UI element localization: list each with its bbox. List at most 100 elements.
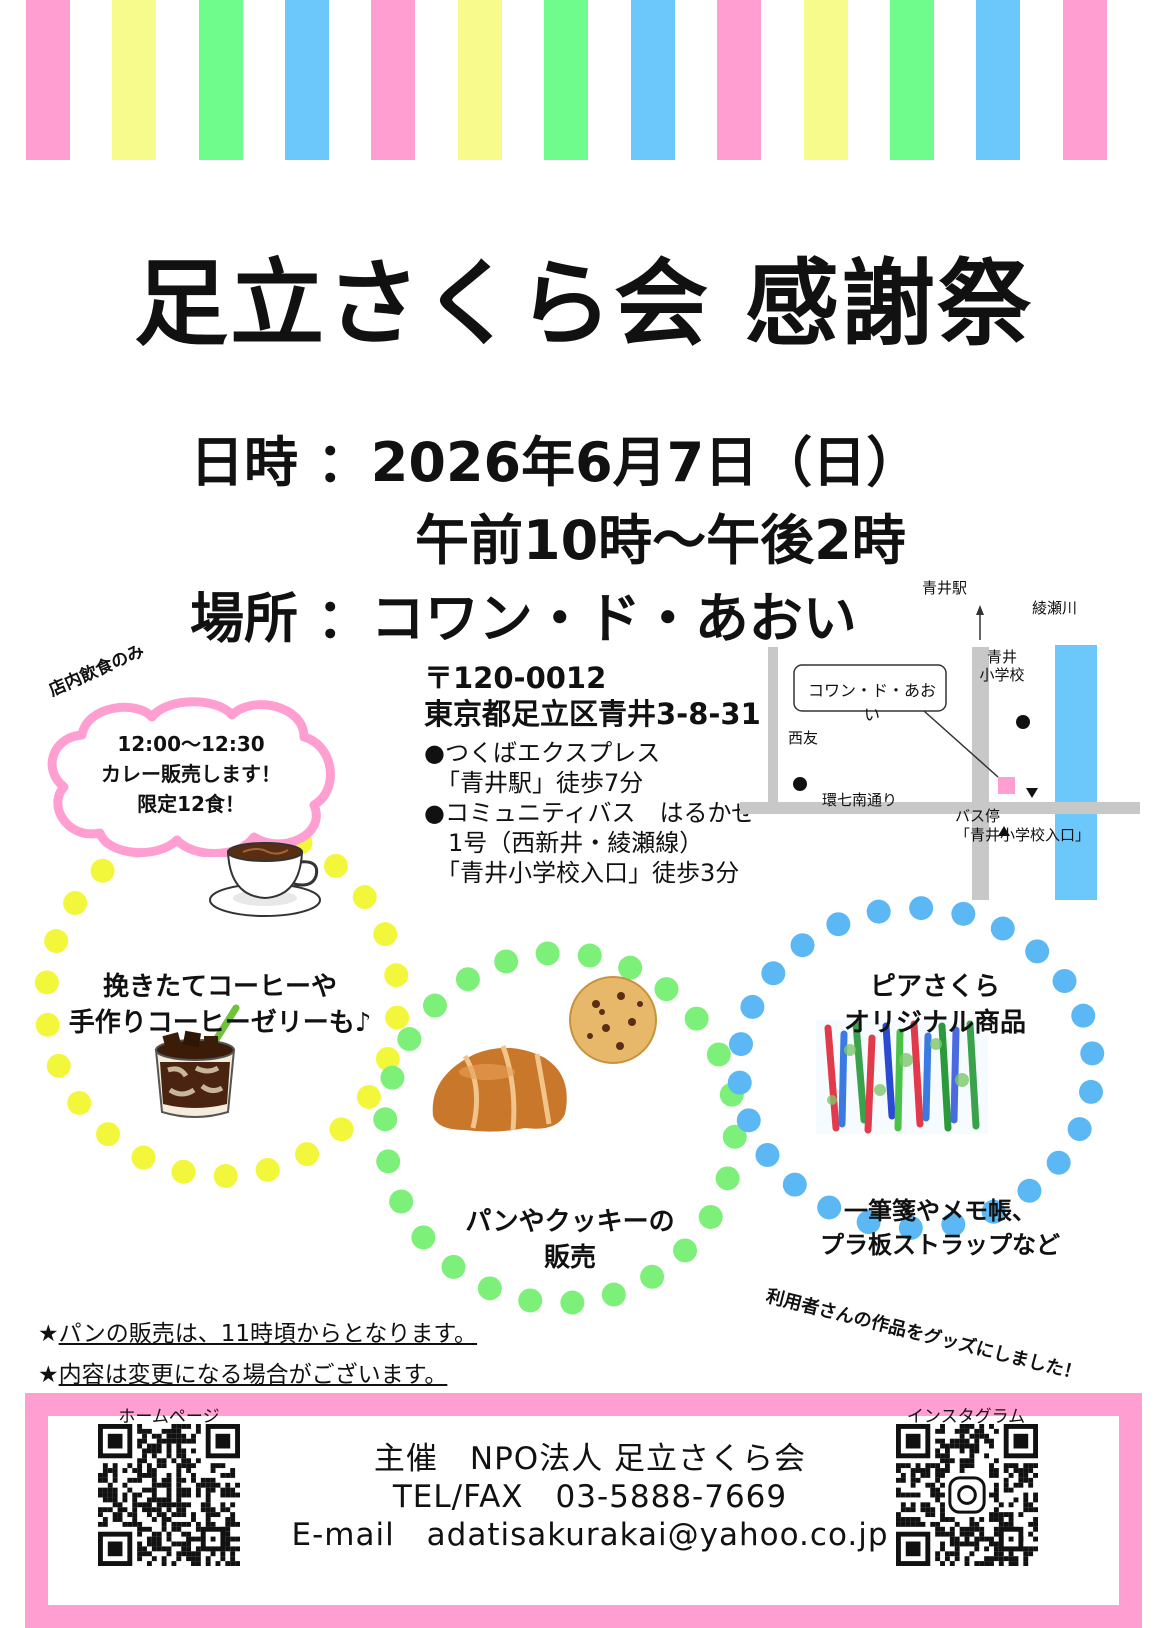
organizer-tel: TEL/FAX 03-5888-7669 bbox=[392, 1479, 788, 1515]
pia-title2: オリジナル商品 bbox=[843, 1008, 1026, 1038]
ring-dot bbox=[698, 1204, 723, 1229]
ring-dot bbox=[640, 1264, 665, 1289]
ring-dot bbox=[295, 1142, 320, 1167]
star-icon: ★ bbox=[38, 1362, 59, 1388]
stripe bbox=[371, 0, 415, 160]
venue-callout bbox=[793, 664, 947, 712]
street-address: 東京都足立区青井3-8-31 bbox=[424, 697, 761, 731]
map-school-line: 小学校 bbox=[979, 667, 1025, 684]
ring-dot bbox=[535, 941, 560, 966]
pia-description: 一筆箋やメモ帳、 プラ板ストラップなど bbox=[790, 1194, 1090, 1262]
ring-dot bbox=[826, 912, 851, 937]
pia-desc2: プラ板ストラップなど bbox=[820, 1231, 1060, 1259]
ring-dot bbox=[131, 1145, 156, 1170]
ring-dot bbox=[63, 891, 88, 916]
ring-dot bbox=[601, 1282, 626, 1307]
ring-dot bbox=[96, 1122, 121, 1147]
ring-dot bbox=[715, 1166, 740, 1191]
organizer-email[interactable]: E-mail adatisakurakai@yahoo.co.jp bbox=[291, 1517, 889, 1553]
ring-dot bbox=[518, 1288, 543, 1313]
bread-text: パンやクッキーの 販売 bbox=[420, 1204, 720, 1276]
ring-dot bbox=[255, 1157, 280, 1182]
bread-line1: パンやクッキーの bbox=[465, 1207, 675, 1237]
stripe bbox=[976, 0, 1020, 160]
star-icon: ★ bbox=[38, 1321, 59, 1347]
stripe bbox=[544, 0, 588, 160]
road-main bbox=[972, 647, 989, 900]
ring-dot bbox=[373, 1107, 398, 1132]
access-map: 青井駅 綾瀬川 青井 小学校 コワン・ド・あおい 西友 環七南通り バス停 「青… bbox=[740, 580, 1140, 900]
road-kan7 bbox=[740, 802, 1140, 814]
ring-dot bbox=[171, 1159, 196, 1184]
ring-dot bbox=[673, 1238, 698, 1263]
map-shop-label: 西友 bbox=[788, 730, 819, 747]
map-drawing bbox=[740, 605, 1140, 900]
map-station-label: 青井駅 bbox=[922, 580, 968, 597]
ring-dot bbox=[618, 955, 643, 980]
access-line: ●つくばエクスプレス bbox=[424, 739, 661, 767]
ring-dot bbox=[375, 1046, 400, 1071]
ring-dot bbox=[941, 1212, 966, 1237]
ring-dot bbox=[380, 1065, 405, 1090]
ring-dot bbox=[323, 853, 348, 878]
note-text: パンの販売は、11時頃からとなります。 bbox=[58, 1321, 478, 1347]
ring-dot bbox=[706, 1042, 731, 1067]
homepage-qr-code[interactable] bbox=[98, 1424, 240, 1566]
stripe bbox=[1063, 0, 1107, 160]
coffee-line1: 挽きたてコーヒーや bbox=[102, 972, 337, 1002]
ring-dot bbox=[213, 1163, 238, 1188]
artwork-icon bbox=[816, 1020, 988, 1134]
ring-dot bbox=[389, 1189, 414, 1214]
map-busstop-line: 「青井小学校入口」 bbox=[955, 827, 1091, 844]
coffee-line2: 手作りコーヒーゼリーも♪ bbox=[68, 1008, 372, 1038]
access-line: 「青井駅」徒歩7分 bbox=[424, 769, 644, 797]
ring-dot bbox=[577, 943, 602, 968]
pia-title1: ピアさくら bbox=[869, 972, 1000, 1002]
ring-dot bbox=[736, 1108, 761, 1133]
instagram-qr-code[interactable] bbox=[896, 1424, 1038, 1566]
ring-dot bbox=[441, 1254, 466, 1279]
stripe bbox=[199, 0, 243, 160]
address-block: 〒120-0012 東京都足立区青井3-8-31 bbox=[424, 660, 761, 732]
pia-title: ピアさくら オリジナル商品 bbox=[800, 969, 1070, 1041]
stripe bbox=[112, 0, 156, 160]
callout-pointer bbox=[923, 710, 999, 778]
ring-dot bbox=[373, 922, 398, 947]
map-school-line: 青井 bbox=[986, 649, 1017, 666]
school-marker bbox=[1016, 715, 1030, 729]
ring-dot bbox=[990, 916, 1015, 941]
postal-code: 〒120-0012 bbox=[424, 661, 607, 695]
ring-dot bbox=[385, 1005, 410, 1030]
ring-dot bbox=[951, 901, 976, 926]
blue-dot-ring bbox=[727, 896, 1105, 1240]
ring-dot bbox=[654, 977, 679, 1002]
stripe bbox=[804, 0, 848, 160]
ring-dot bbox=[866, 899, 891, 924]
ring-dot bbox=[981, 1199, 1006, 1224]
ring-dot bbox=[1017, 1178, 1042, 1203]
ring-dot bbox=[1025, 939, 1050, 964]
road-west bbox=[768, 647, 778, 807]
stripe bbox=[458, 0, 502, 160]
curry-line2: 限定12食！ bbox=[137, 792, 245, 816]
ring-dot bbox=[35, 1012, 60, 1037]
coffee-cup-icon bbox=[209, 842, 321, 917]
curry-text: 12:00～12:30 カレー販売します！ 限定12食！ bbox=[42, 729, 340, 819]
ring-dot bbox=[560, 1290, 585, 1315]
ring-dot bbox=[46, 1053, 71, 1078]
ring-dot bbox=[352, 885, 377, 910]
stripe bbox=[26, 0, 70, 160]
stripe bbox=[285, 0, 329, 160]
venue-marker bbox=[998, 777, 1015, 794]
ring-dot bbox=[455, 967, 480, 992]
ring-dot bbox=[817, 1195, 842, 1220]
note-bread: ★パンの販売は、11時頃からとなります。 bbox=[38, 1314, 477, 1348]
organizer-name: 主催 NPO法人 足立さくら会 bbox=[373, 1441, 807, 1477]
ring-dot bbox=[477, 1276, 502, 1301]
cookie-icon bbox=[569, 976, 657, 1064]
ring-dot bbox=[1080, 1041, 1105, 1066]
ring-dot bbox=[727, 1070, 752, 1095]
stripe bbox=[717, 0, 761, 160]
event-time: 午前10時～午後2時 bbox=[415, 509, 906, 572]
ring-dot bbox=[856, 1210, 881, 1235]
